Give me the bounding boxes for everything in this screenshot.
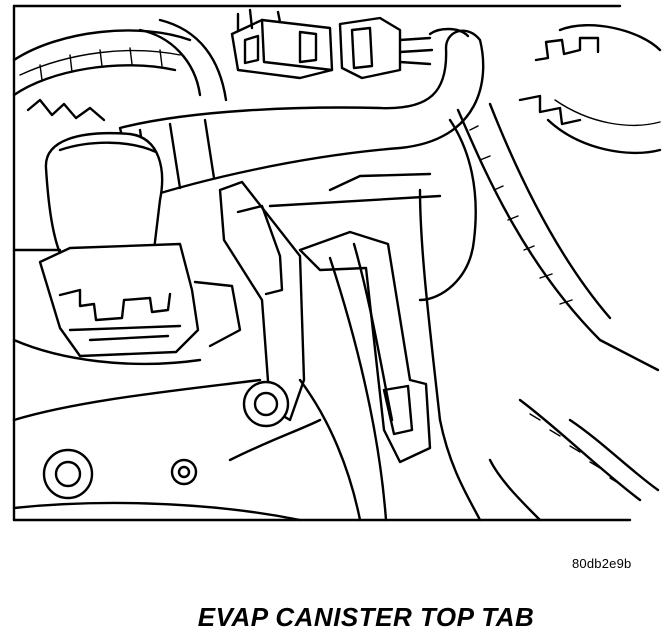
electrical-connector (230, 8, 434, 80)
underbody-panel (268, 118, 542, 522)
figure-caption: EVAP CANISTER TOP TAB (197, 602, 535, 632)
evap-canister-top-tab (218, 180, 432, 522)
figure-id-code: 80db2e9b (572, 556, 632, 571)
heat-shield (456, 102, 660, 502)
frame (12, 4, 632, 522)
mounting-tray (12, 248, 322, 522)
filler-neck-ring (518, 24, 662, 155)
hose-elbow-fitting (38, 132, 200, 358)
pump-module-housing (12, 18, 228, 122)
